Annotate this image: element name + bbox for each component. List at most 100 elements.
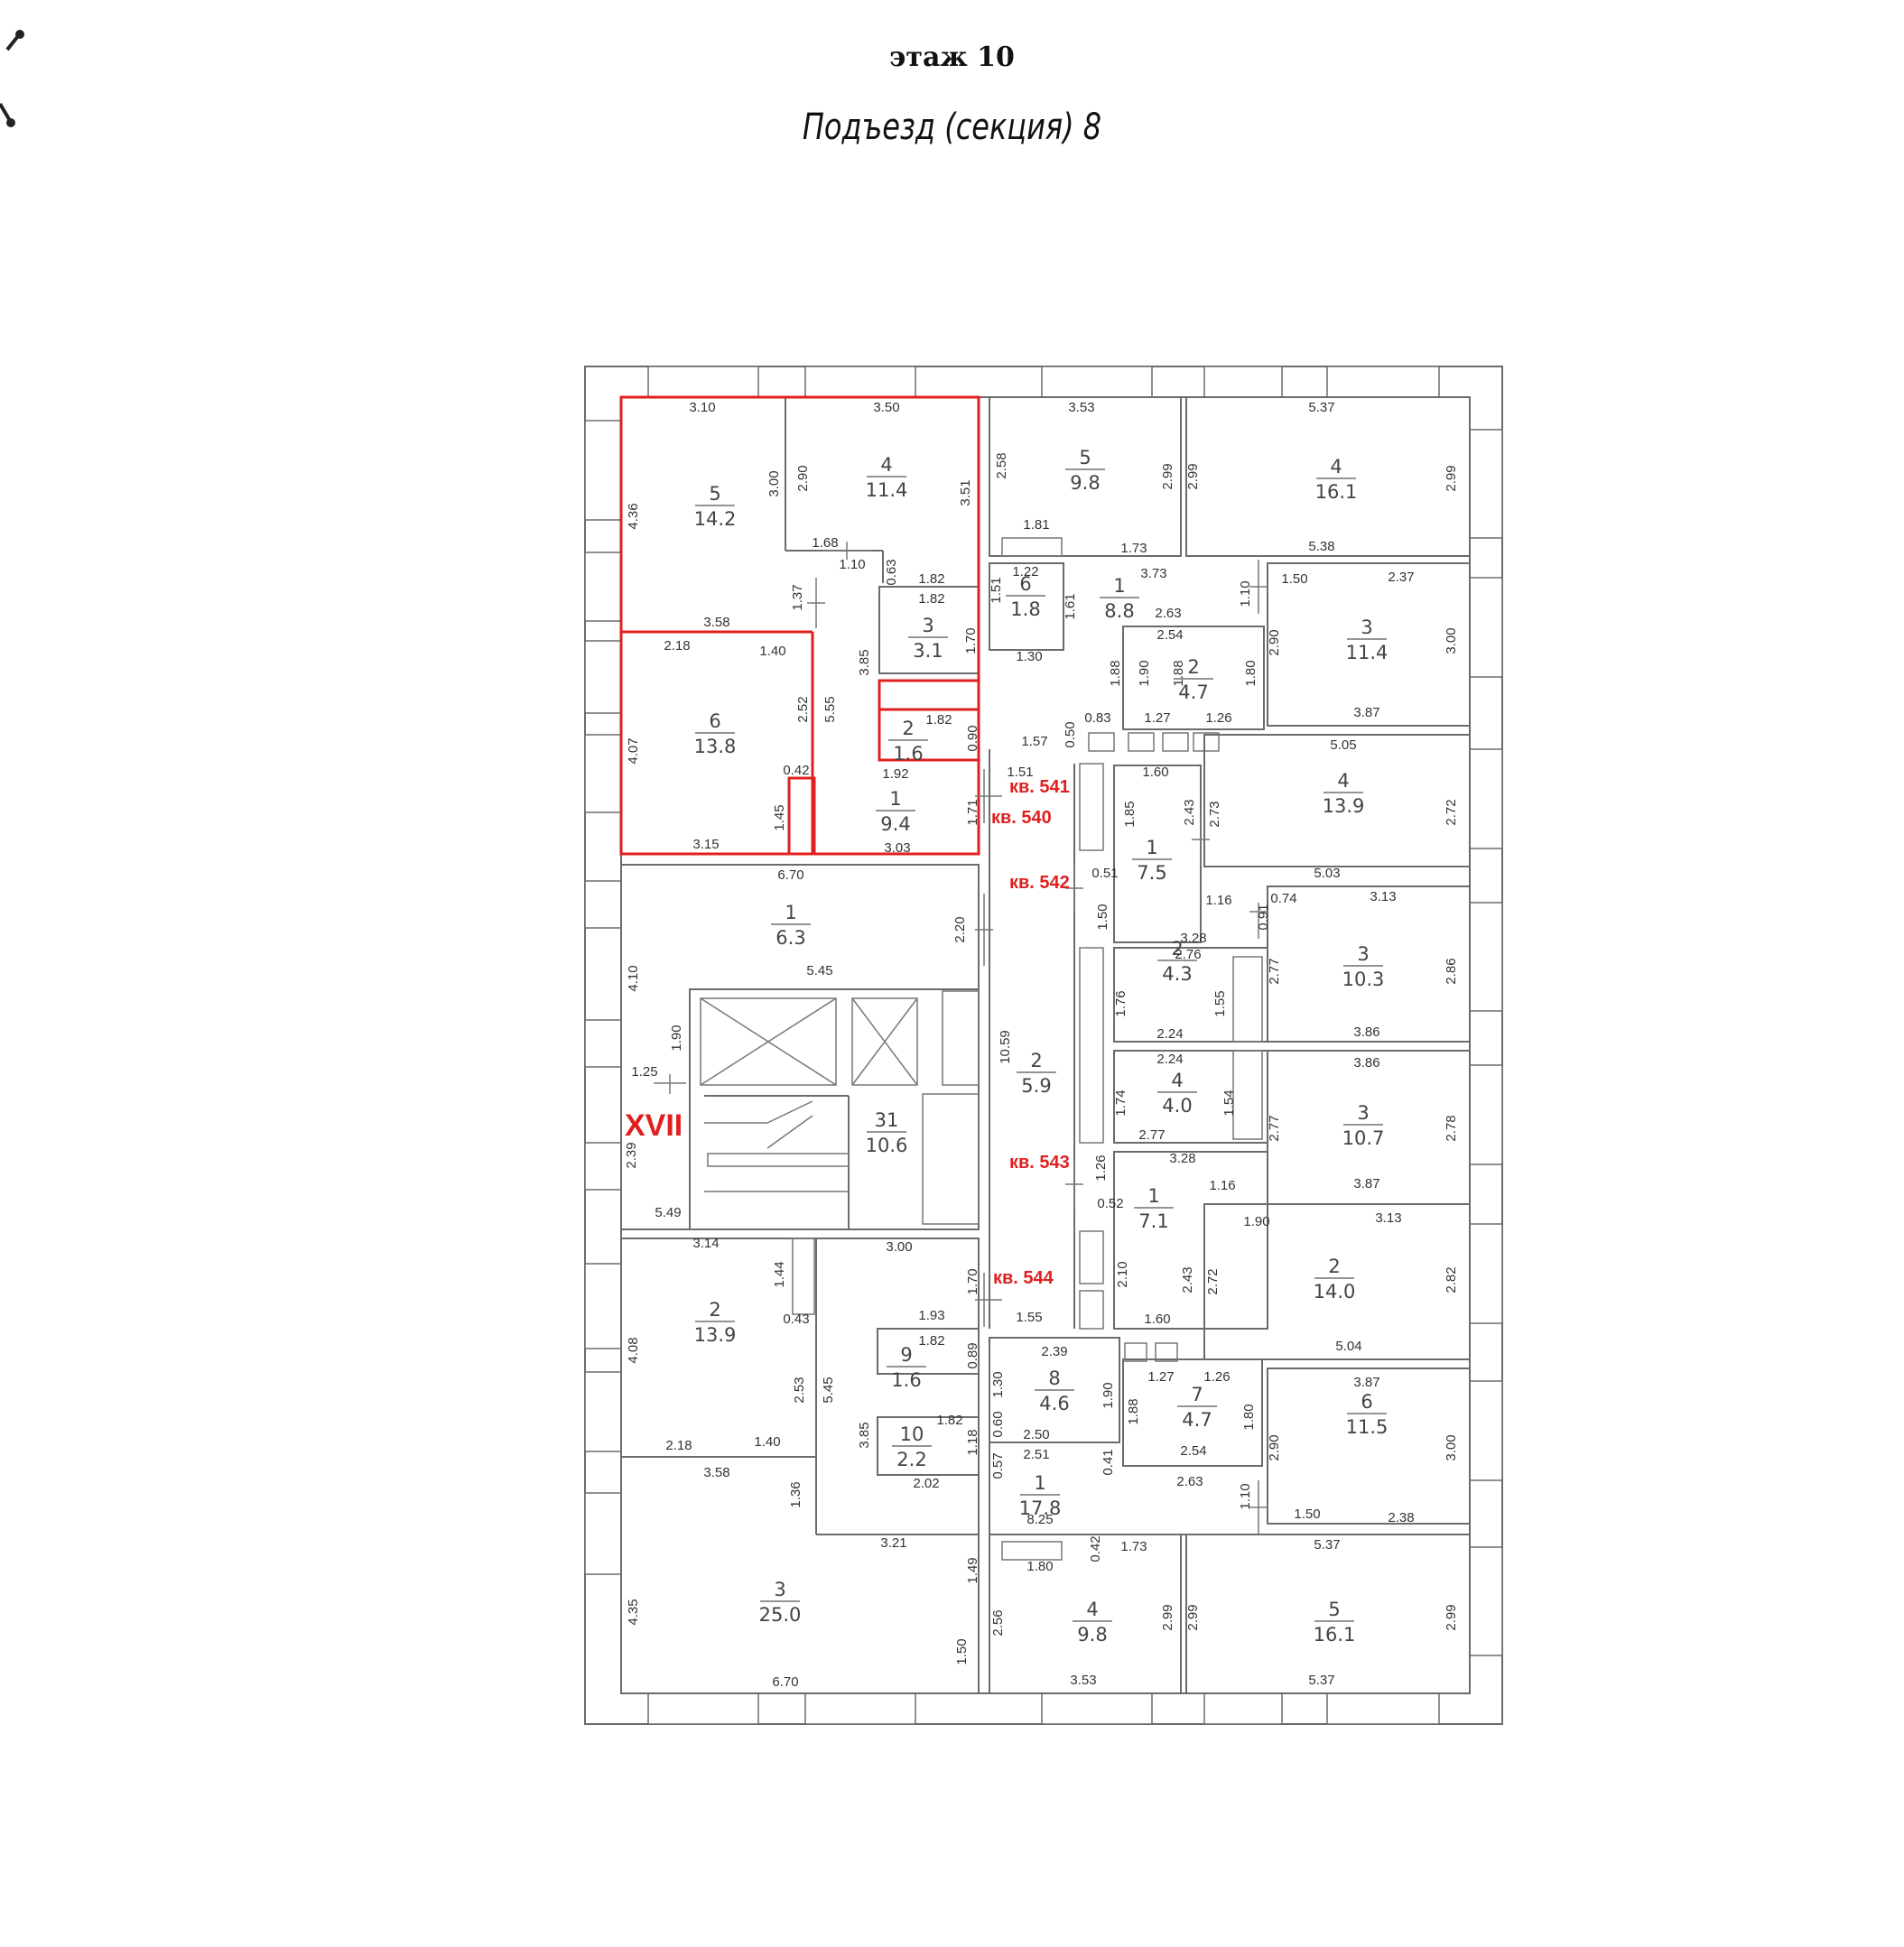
room-area: 1.8 bbox=[1010, 598, 1040, 620]
room-number: 3 bbox=[1361, 617, 1372, 638]
section-title: Подъезд (секция) 8 bbox=[802, 107, 1102, 148]
room-number: 1 bbox=[1034, 1472, 1045, 1494]
dimension-label: 1.16 bbox=[1205, 893, 1231, 908]
dimension-label: 3.85 bbox=[857, 1422, 872, 1448]
dimension-label: 1.40 bbox=[759, 644, 785, 659]
dimension-label: 3.13 bbox=[1375, 1210, 1401, 1226]
room-number: 3 bbox=[1357, 943, 1369, 965]
dimension-label: 4.10 bbox=[626, 965, 641, 991]
dimension-label: 1.50 bbox=[1095, 904, 1110, 930]
room-area: 17.8 bbox=[1019, 1497, 1062, 1519]
room-label: 74.7 bbox=[1177, 1384, 1217, 1431]
dimension-label: 5.55 bbox=[822, 696, 838, 722]
dimension-label: 1.26 bbox=[1205, 710, 1231, 726]
room-area: 1.6 bbox=[891, 1369, 921, 1391]
dimension-label: 6.70 bbox=[772, 1674, 798, 1690]
room-number: 1 bbox=[1113, 575, 1125, 597]
dimension-label: 2.73 bbox=[1207, 801, 1222, 827]
dimension-label: 1.40 bbox=[754, 1434, 780, 1450]
dimension-label: 3.00 bbox=[766, 470, 782, 496]
dimension-label: 2.37 bbox=[1388, 570, 1414, 585]
room-number: 1 bbox=[785, 902, 796, 923]
dimension-label: 1.88 bbox=[1108, 660, 1123, 686]
stair-label: XVII bbox=[625, 1108, 683, 1143]
dimension-label: 1.88 bbox=[1126, 1398, 1141, 1424]
floor-title: этаж 10 bbox=[889, 42, 1015, 73]
dimension-label: 1.82 bbox=[925, 712, 952, 728]
room-area: 5.9 bbox=[1021, 1075, 1051, 1097]
highlighted-apartment bbox=[619, 395, 980, 856]
dimension-label: 1.76 bbox=[1113, 990, 1128, 1016]
room-number: 2 bbox=[1187, 656, 1199, 678]
dimension-label: 1.50 bbox=[954, 1638, 970, 1664]
room-label: 310.3 bbox=[1342, 943, 1385, 990]
room-number: 4 bbox=[1330, 456, 1342, 477]
dimension-label: 1.85 bbox=[1122, 801, 1138, 827]
dimension-label: 1.80 bbox=[1241, 1404, 1257, 1430]
dimension-label: 2.63 bbox=[1155, 606, 1181, 621]
dimension-label: 3.10 bbox=[689, 400, 715, 415]
room-label: 17.1 bbox=[1134, 1185, 1174, 1232]
room-area: 6.3 bbox=[776, 927, 805, 949]
room-number: 4 bbox=[880, 454, 892, 476]
dimension-label: 5.45 bbox=[821, 1377, 836, 1403]
room-number: 2 bbox=[709, 1299, 720, 1321]
dimension-label: 0.89 bbox=[965, 1342, 980, 1368]
room-area: 11.5 bbox=[1346, 1416, 1389, 1438]
dimension-label: 1.27 bbox=[1144, 710, 1170, 726]
dimension-label: 1.60 bbox=[1142, 765, 1168, 780]
dimension-label: 8.25 bbox=[1026, 1512, 1053, 1527]
room-label: 213.9 bbox=[694, 1299, 737, 1346]
dimension-label: 3.28 bbox=[1180, 931, 1206, 946]
dimension-label: 1.82 bbox=[918, 1333, 944, 1349]
dimension-label: 10.59 bbox=[998, 1030, 1013, 1064]
dimension-label: 3.51 bbox=[958, 479, 973, 505]
dimension-label: 2.43 bbox=[1180, 1266, 1195, 1293]
compass-icon bbox=[0, 30, 24, 127]
dimension-label: 2.99 bbox=[1444, 465, 1459, 491]
dimension-label: 1.45 bbox=[772, 804, 787, 830]
room-number: 6 bbox=[709, 710, 720, 732]
apartment-540-label: кв. 540 bbox=[991, 808, 1052, 828]
dimension-label: 0.83 bbox=[1084, 710, 1110, 726]
room-labels: 514.2411.433.1613.821.619.416.33110.6213… bbox=[694, 447, 1389, 1646]
dimension-label: 3.53 bbox=[1068, 400, 1094, 415]
dimension-label: 1.90 bbox=[1101, 1382, 1116, 1408]
dimension-label: 5.49 bbox=[655, 1205, 681, 1220]
room-number: 5 bbox=[1328, 1599, 1340, 1620]
dimension-label: 1.10 bbox=[839, 557, 865, 572]
room-area: 14.2 bbox=[694, 508, 737, 530]
room-label: 411.4 bbox=[866, 454, 908, 501]
room-number: 4 bbox=[1337, 770, 1349, 792]
dimension-label: 2.58 bbox=[994, 452, 1009, 478]
room-label: 44.0 bbox=[1157, 1070, 1197, 1117]
dimension-label: 2.24 bbox=[1156, 1052, 1183, 1067]
room-label: 102.2 bbox=[892, 1423, 932, 1470]
dimension-label: 2.10 bbox=[1115, 1261, 1130, 1287]
dimension-label: 2.90 bbox=[795, 465, 811, 491]
room-label: 613.8 bbox=[694, 710, 737, 757]
room-area: 7.1 bbox=[1138, 1210, 1168, 1232]
dimension-label: 2.99 bbox=[1185, 463, 1201, 489]
windows bbox=[584, 366, 1503, 1725]
dimension-label: 1.55 bbox=[1212, 990, 1228, 1016]
dimension-label: 3.00 bbox=[886, 1239, 912, 1255]
room-number: 1 bbox=[889, 788, 901, 810]
dimension-label: 4.35 bbox=[626, 1599, 641, 1625]
dimension-label: 2.76 bbox=[1175, 947, 1201, 962]
dimension-label: 5.38 bbox=[1308, 539, 1334, 554]
room-area: 10.3 bbox=[1342, 969, 1385, 990]
dimension-label: 5.04 bbox=[1335, 1339, 1361, 1354]
room-number: 3 bbox=[1357, 1102, 1369, 1124]
room-number: 2 bbox=[1328, 1256, 1340, 1277]
dimension-label: 3.14 bbox=[692, 1236, 719, 1251]
room-label: 91.6 bbox=[887, 1344, 926, 1391]
dimension-label: 1.27 bbox=[1147, 1369, 1174, 1385]
room-number: 4 bbox=[1086, 1599, 1098, 1620]
room-area: 11.4 bbox=[1346, 642, 1389, 663]
dimension-label: 1.26 bbox=[1093, 1154, 1109, 1181]
dimension-label: 0.60 bbox=[990, 1411, 1006, 1437]
room-area: 9.8 bbox=[1077, 1624, 1107, 1646]
dimension-label: 0.43 bbox=[783, 1312, 809, 1327]
dimension-label: 1.61 bbox=[1063, 593, 1078, 619]
